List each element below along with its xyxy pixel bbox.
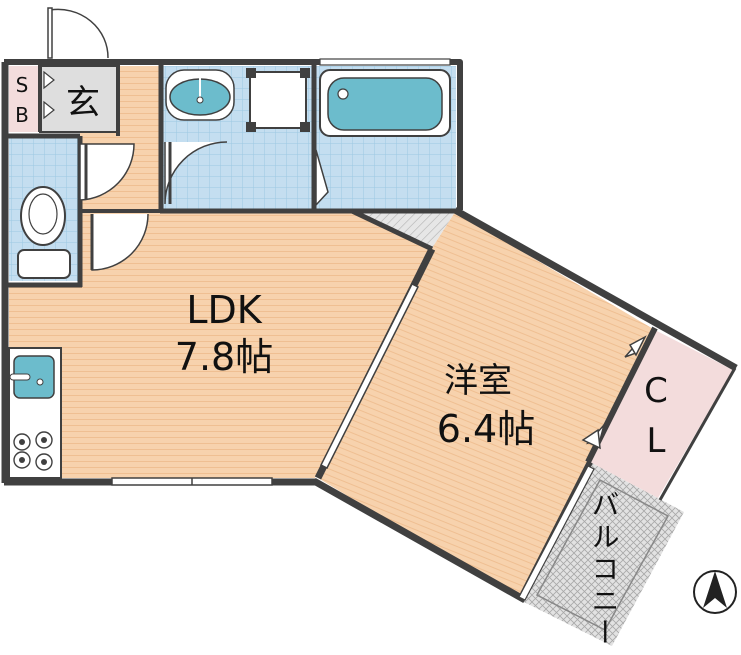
ldk-window <box>111 477 273 486</box>
closet-floor <box>590 330 733 498</box>
entrance-step <box>39 65 119 133</box>
balcony-inner <box>535 478 670 632</box>
washbasin-icon <box>165 69 235 121</box>
western-room-size: 6.4帖 <box>437 407 535 451</box>
washing-machine-icon <box>246 68 310 132</box>
closet-label-top: C <box>644 371 668 411</box>
entrance-floor <box>40 66 118 132</box>
shoe-box-floor <box>9 66 40 132</box>
stove-icon <box>13 431 53 471</box>
bathtub-icon <box>319 69 451 137</box>
entrance-label: 玄 <box>66 83 100 123</box>
ldk-size: 7.8帖 <box>175 335 273 379</box>
shoe-box-label-top: S <box>16 73 29 97</box>
pipe-space <box>352 211 455 248</box>
ldk-name: LDK <box>186 288 262 332</box>
western-room-name: 洋室 <box>444 361 512 401</box>
toilet-icon <box>17 186 71 279</box>
balcony-window <box>518 465 595 601</box>
shoe-box-label-bottom: B <box>15 103 29 127</box>
bathroom-window <box>319 58 451 66</box>
north-arrow-icon <box>693 570 737 614</box>
balcony-label: バルコニー <box>588 490 621 650</box>
ldk-floor <box>9 211 432 478</box>
doors <box>47 7 647 450</box>
kitchen-sink-icon <box>9 355 55 399</box>
balcony-floor <box>520 462 684 646</box>
sliding-door <box>319 282 420 470</box>
closet-label-bottom: L <box>647 421 666 461</box>
